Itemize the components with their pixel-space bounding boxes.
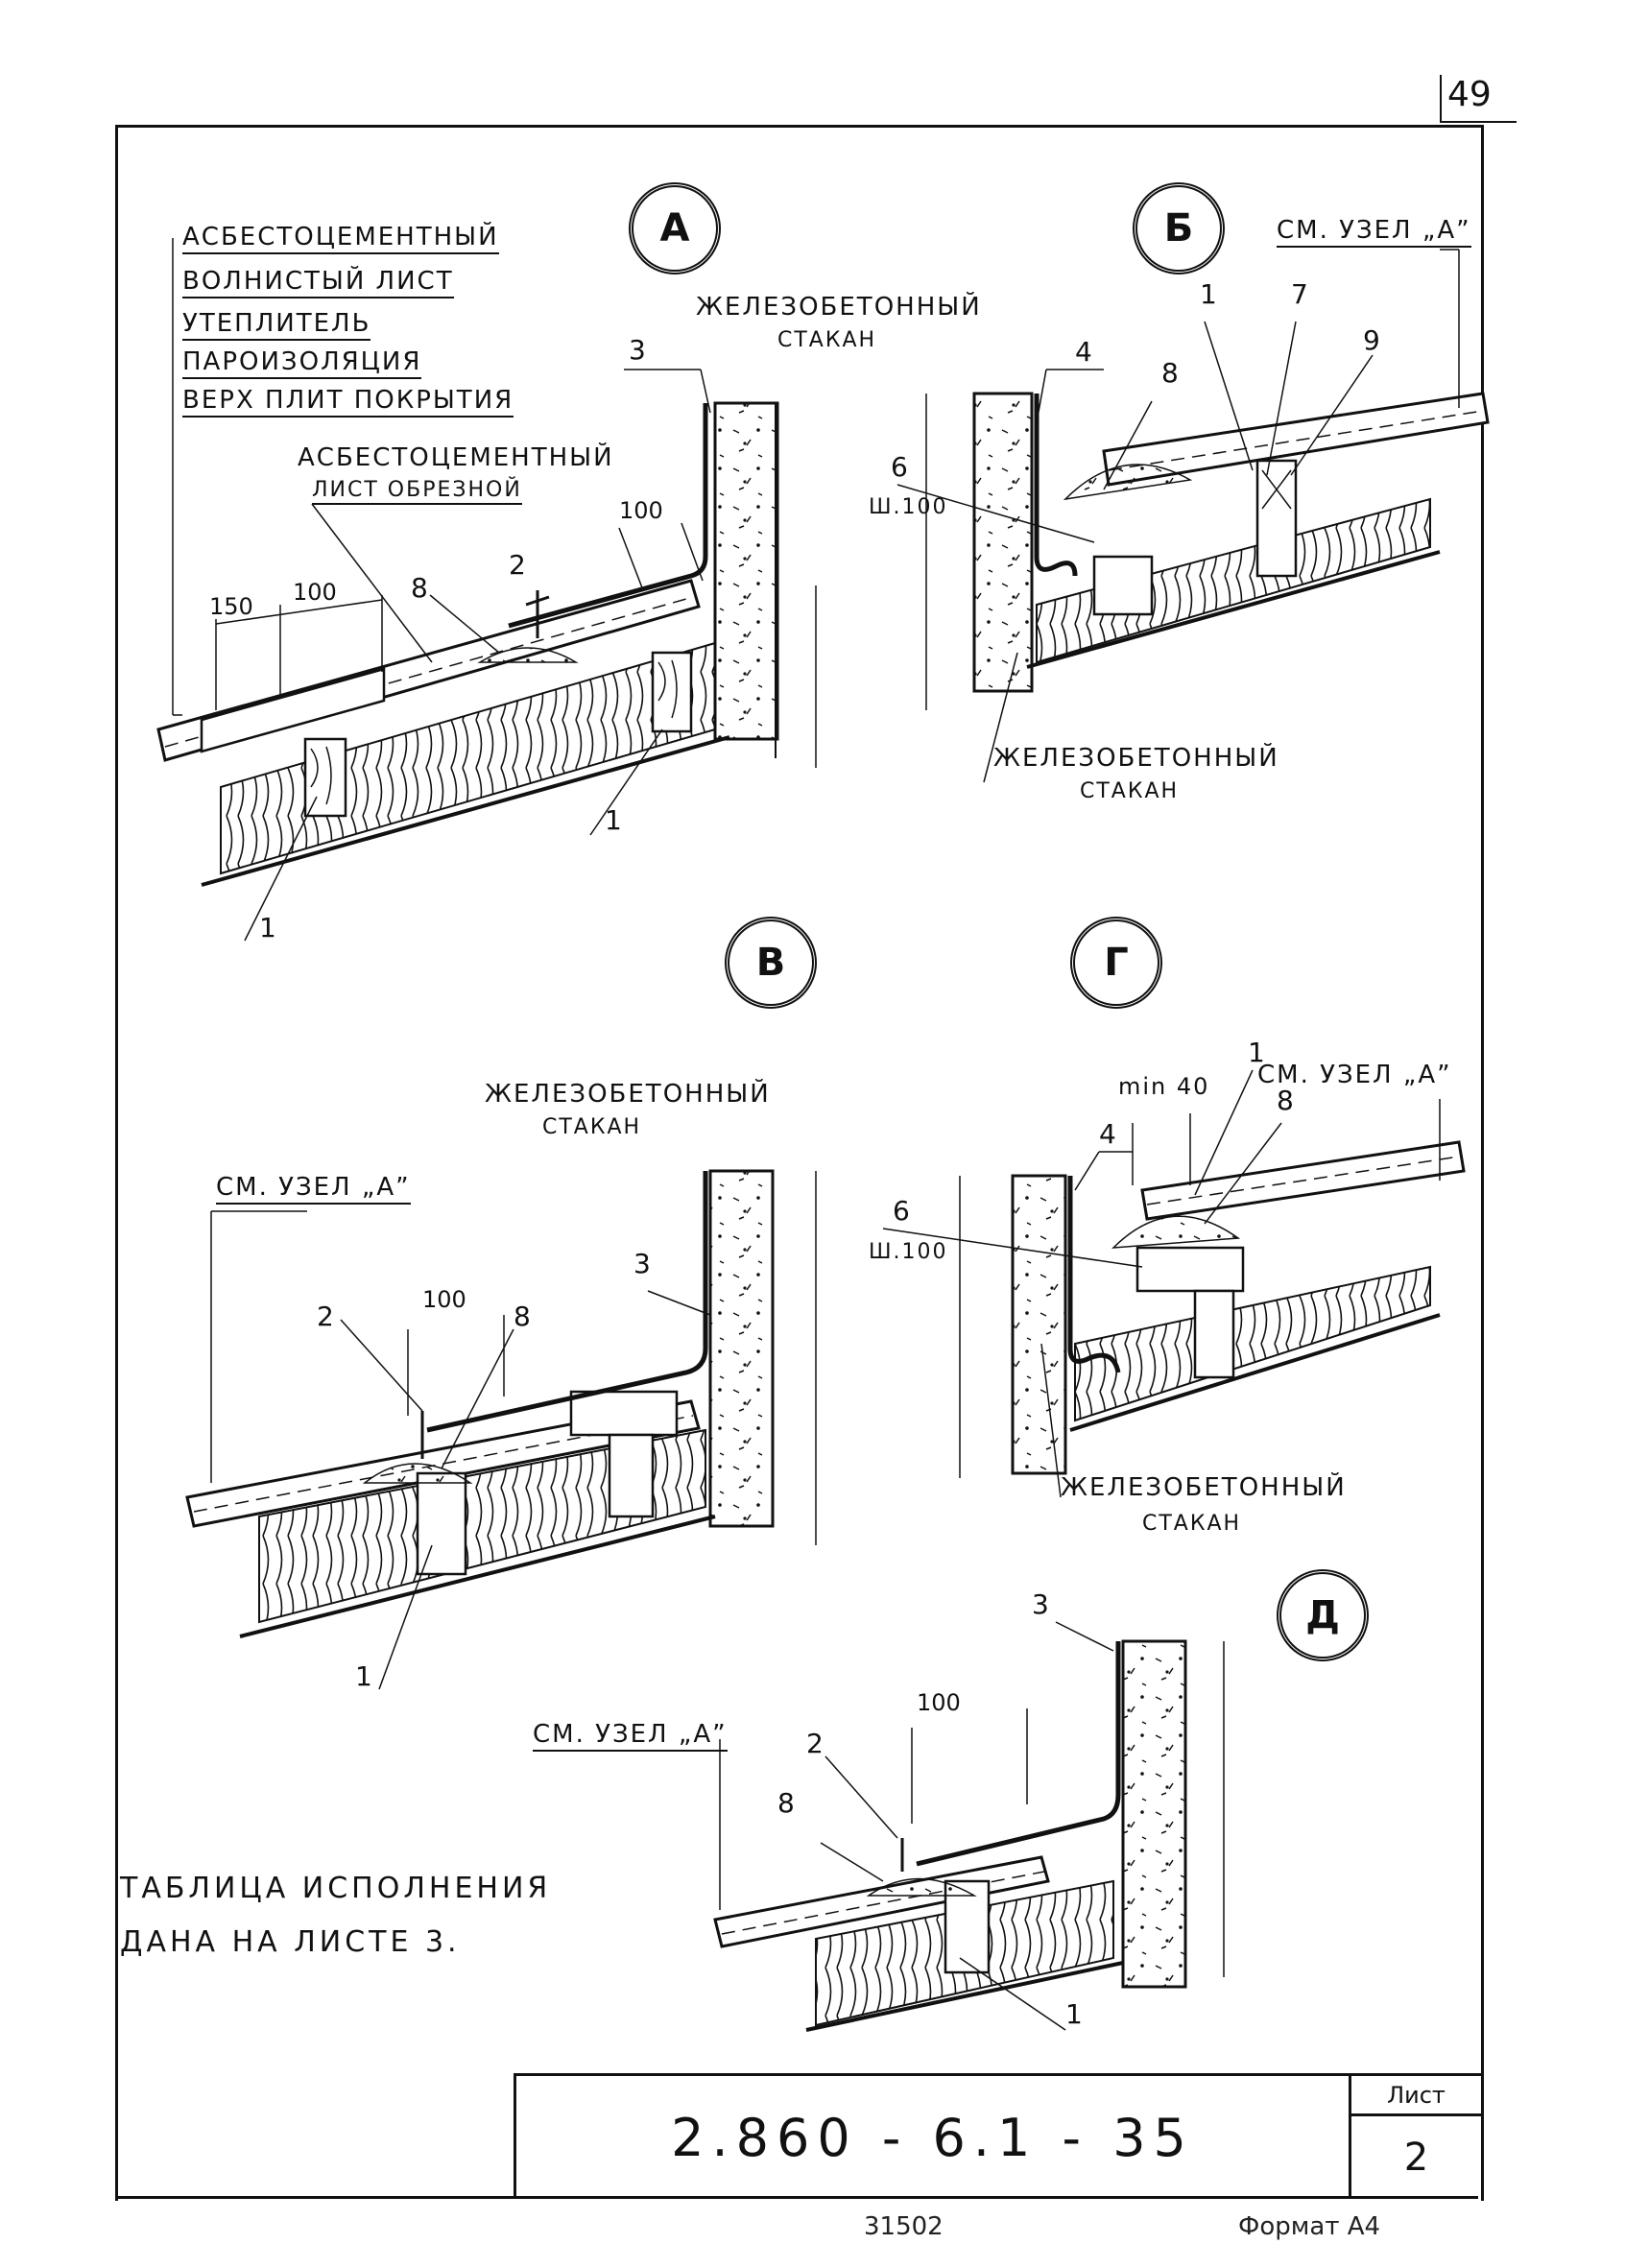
page-number: 49 (1447, 75, 1492, 114)
rc-cup-label: стакан (777, 328, 877, 352)
callout-8: 8 (777, 1787, 795, 1819)
callout-8: 8 (1161, 357, 1179, 389)
note-line: Таблица исполнения (120, 1872, 552, 1905)
frame-bottom-line (115, 2196, 1478, 2199)
callout-1: 1 (1065, 1998, 1083, 2030)
dim-150: 150 (209, 593, 253, 620)
footer-format: Формат А4 (1238, 2212, 1381, 2241)
callout-3: 3 (633, 1248, 651, 1279)
callout-1: 1 (1248, 1037, 1265, 1068)
callout-6: 6 (893, 1195, 910, 1227)
width-100-label: ш.100 (869, 495, 948, 519)
node-b-drawing (896, 249, 1490, 783)
dim-100: 100 (619, 497, 663, 524)
footer-inventory-number: 31502 (864, 2212, 944, 2241)
node-a-drawing (156, 238, 817, 942)
note-line: дана на листе 3. (120, 1925, 461, 1959)
callout-4: 4 (1075, 336, 1092, 368)
callout-1: 1 (605, 804, 622, 836)
dim-100: 100 (917, 1689, 961, 1716)
dim-100: 100 (293, 579, 337, 606)
see-node-a-label: См. узел „А” (216, 1173, 411, 1205)
node-d-circle: Д (1277, 1569, 1369, 1661)
callout-1: 1 (1200, 278, 1217, 310)
node-g-drawing (882, 1069, 1466, 1498)
rc-cup-label: Железобетонный (1061, 1473, 1347, 1502)
callout-6: 6 (891, 451, 908, 483)
rc-cup-label: Железобетонный (485, 1080, 771, 1109)
legend-a-item: Утеплитель (182, 309, 371, 341)
rc-cup-label: Железобетонный (696, 293, 982, 322)
cut-sheet-label: лист обрезной (312, 478, 522, 505)
callout-2: 2 (317, 1301, 334, 1332)
page-number-tick (1440, 75, 1442, 123)
width-100-label: ш.100 (869, 1240, 948, 1264)
legend-a-item: Пароизоляция (182, 347, 422, 379)
title-block: 2.860 - 6.1 - 35 Лист 2 (514, 2073, 1481, 2199)
cut-sheet-label: Асбестоцементный (298, 443, 614, 472)
drawing-frame (115, 125, 1484, 2201)
node-a-circle: А (629, 182, 721, 275)
callout-1: 1 (355, 1660, 372, 1692)
callout-4: 4 (1099, 1118, 1116, 1150)
node-g-circle: Г (1070, 917, 1162, 1009)
callout-2: 2 (509, 549, 526, 581)
callout-9: 9 (1363, 324, 1380, 356)
legend-a-item: Асбестоцементный (182, 223, 499, 254)
dim-100: 100 (422, 1286, 466, 1313)
callout-3: 3 (1032, 1588, 1049, 1620)
node-v-drawing (185, 1169, 817, 1690)
page-number-line (1440, 121, 1517, 123)
legend-a-item: Верх плит покрытия (182, 386, 514, 418)
drawing-code: 2.860 - 6.1 - 35 (516, 2076, 1351, 2199)
sheet-label: Лист (1351, 2076, 1481, 2116)
rc-cup-label: Железобетонный (993, 744, 1279, 773)
legend-a-item: волнистый лист (182, 267, 454, 298)
see-node-a-label: См. узел „А” (533, 1720, 728, 1752)
callout-3: 3 (629, 334, 646, 366)
callout-8: 8 (1277, 1085, 1294, 1116)
callout-1: 1 (259, 912, 276, 943)
sheet-number: 2 (1403, 2136, 1429, 2180)
rc-cup-label: стакан (1142, 1512, 1242, 1536)
rc-cup-label: стакан (542, 1115, 642, 1139)
see-node-a-label: См. узел „А” (1277, 216, 1471, 248)
node-b-circle: Б (1133, 182, 1225, 275)
callout-8: 8 (514, 1301, 531, 1332)
callout-8: 8 (411, 572, 428, 604)
execution-table-note: Таблица исполнения дана на листе 3. (120, 1862, 551, 1970)
callout-7: 7 (1291, 278, 1308, 310)
min40-label: min 40 (1118, 1073, 1210, 1100)
rc-cup-label: стакан (1080, 779, 1180, 803)
callout-2: 2 (806, 1728, 824, 1759)
node-v-circle: В (725, 917, 817, 1009)
see-node-a-label: См. узел „А” (1257, 1061, 1452, 1089)
node-d-drawing (713, 1621, 1225, 2032)
